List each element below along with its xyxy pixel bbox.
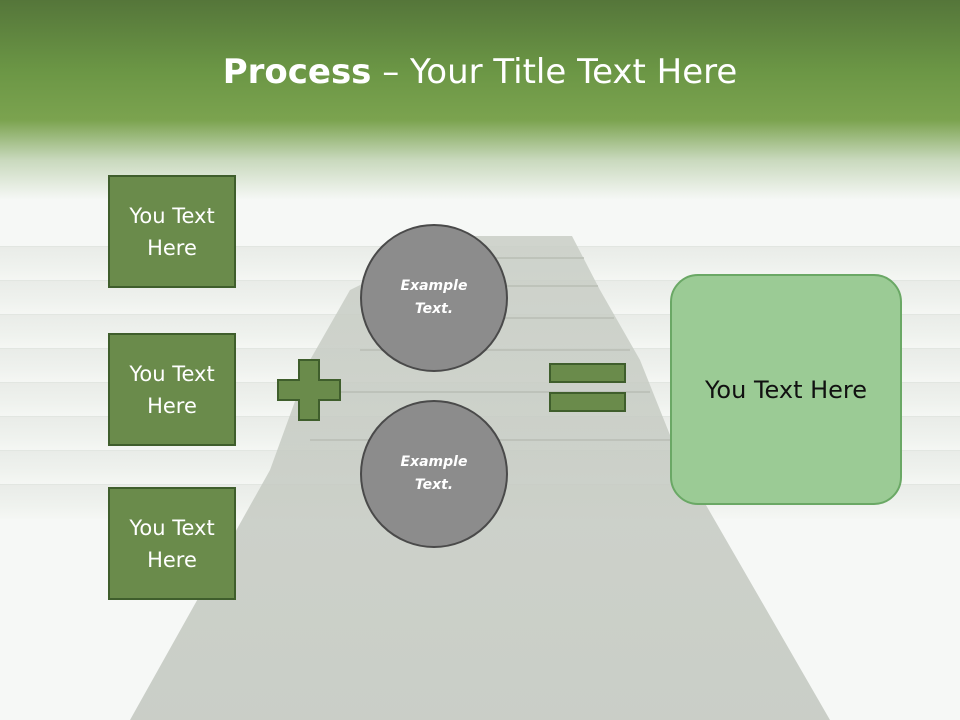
left-text-box-line: You Text	[129, 203, 215, 228]
left-text-box-label: You Text Here	[129, 512, 214, 576]
equals-bar-bottom	[549, 392, 626, 412]
circle-label: Example Text.	[401, 451, 468, 497]
example-circle-2[interactable]: Example Text.	[360, 400, 508, 548]
left-text-box-label: You Text Here	[129, 200, 214, 264]
header-gradient	[0, 0, 960, 200]
circle-label-line: Example	[400, 278, 468, 294]
circle-label-line: Text.	[414, 477, 454, 493]
left-text-box-line: You Text	[129, 361, 215, 386]
equals-bar-top	[549, 363, 626, 383]
left-text-box-line: Here	[147, 547, 197, 572]
circle-label-line: Text.	[414, 301, 454, 317]
plus-icon	[277, 359, 341, 421]
left-text-box-line: You Text	[129, 515, 215, 540]
title-bold: Process	[222, 52, 372, 92]
page-title: Process – Your Title Text Here	[0, 52, 960, 92]
left-text-box-2[interactable]: You Text Here	[108, 333, 236, 446]
left-text-box-line: Here	[147, 393, 197, 418]
result-text: You Text Here	[704, 375, 868, 404]
left-text-box-3[interactable]: You Text Here	[108, 487, 236, 600]
left-text-box-1[interactable]: You Text Here	[108, 175, 236, 288]
left-text-box-label: You Text Here	[129, 358, 214, 422]
circle-label: Example Text.	[401, 275, 468, 321]
result-text-box[interactable]: You Text Here	[670, 274, 902, 505]
left-text-box-line: Here	[147, 235, 197, 260]
circle-label-line: Example	[400, 454, 468, 470]
example-circle-1[interactable]: Example Text.	[360, 224, 508, 372]
title-rest: – Your Title Text Here	[371, 52, 738, 92]
